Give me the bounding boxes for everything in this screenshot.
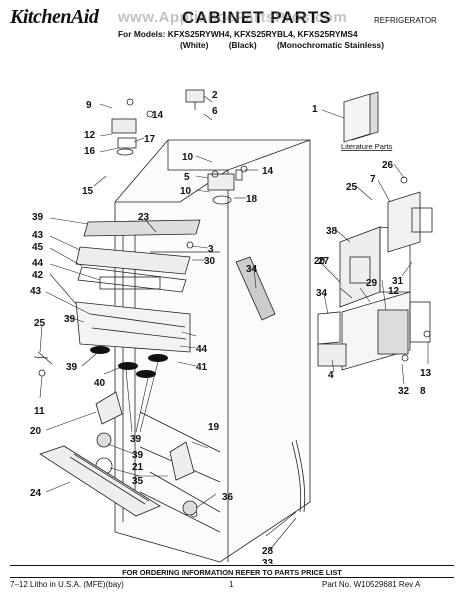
callout-5: 5 [184, 172, 190, 183]
exploded-parts-diagram: 9 14 2 6 1 Literature Parts 12 16 17 15 … [30, 89, 433, 564]
callout-24: 25 [34, 318, 46, 329]
callout-14b: 14 [262, 166, 274, 177]
print-info: 7–12 Litho in U.S.A. (MFE)(bay) [10, 580, 124, 589]
callout-38a: 39 [66, 362, 78, 373]
water-tube [291, 439, 306, 513]
model-variants: (White) (Black) (Monochromatic Stainless… [180, 40, 402, 50]
callout-26: 28 [262, 546, 274, 557]
footer-rule-top [10, 565, 454, 566]
callout-17: 15 [82, 186, 94, 197]
callout-1: 1 [312, 104, 318, 115]
callout-18: 16 [84, 146, 96, 157]
hinge-pin-top [185, 89, 205, 103]
page-title: CABINET PARTS [182, 8, 332, 27]
callout-21: 23 [138, 212, 150, 223]
wire-clip [33, 351, 53, 365]
callout-37: 39 [32, 212, 44, 223]
callout-44a: 45 [32, 242, 44, 253]
center-mullion-assembly [75, 219, 201, 353]
callout-31: 33 [262, 558, 274, 564]
models-line: For Models: KFXS25RYWH4, KFXS25RYBL4, KF… [118, 29, 358, 39]
brand-logo: KitchenAid [10, 6, 99, 28]
page-number: 1 [229, 580, 234, 589]
callout-35: 38 [326, 226, 338, 237]
callout-20a: 20 [30, 426, 42, 437]
callout-38b: 39 [130, 434, 142, 445]
callout-27: 29 [366, 278, 378, 289]
callout-20b: 21 [132, 462, 144, 473]
callout-14: 14 [152, 110, 164, 121]
callout-9: 9 [86, 100, 92, 111]
callout-19b: 18 [246, 194, 258, 205]
callout-43a: 44 [32, 258, 44, 269]
callout-39c: 41 [196, 362, 208, 373]
callout-30: 32 [398, 386, 410, 397]
callout-36: 39 [132, 450, 144, 461]
lower-hinge-right [169, 441, 198, 516]
side-strip [235, 256, 276, 321]
callout-3: 3 [208, 244, 214, 255]
callout-23: 25 [346, 182, 358, 193]
callout-41: 43 [30, 286, 42, 297]
callout-29: 31 [392, 276, 404, 287]
control-housing [339, 191, 433, 308]
variant-black: (Black) [228, 40, 257, 50]
callout-39b: 40 [94, 378, 106, 389]
top-hinge-left [111, 118, 137, 156]
screws [38, 98, 431, 518]
literature-parts [343, 91, 379, 143]
footer-rule-bottom [10, 577, 454, 578]
callout-19a: 17 [144, 134, 156, 145]
callout-8: 8 [420, 386, 426, 397]
callout-43b: 44 [196, 344, 208, 355]
callout-7: 7 [370, 174, 376, 185]
category-label: REFRIGERATOR [374, 16, 437, 25]
callout-25b: 27 [318, 256, 330, 267]
callout-33: 34 [316, 288, 328, 299]
callout-16: 20 [314, 256, 326, 267]
callout-25a: 26 [382, 160, 394, 171]
callout-40: 42 [32, 270, 44, 281]
callout-10: 10 [180, 186, 192, 197]
cabinet-body [114, 139, 311, 563]
variant-stainless: (Monochromatic Stainless) [276, 40, 384, 50]
callout-13: 12 [84, 130, 96, 141]
callout-labels: 9 14 2 6 1 Literature Parts 12 16 17 15 … [30, 90, 432, 564]
callout-9b: 10 [182, 152, 194, 163]
callout-13b: 12 [388, 286, 400, 297]
callout-42: 43 [32, 230, 44, 241]
callout-6: 6 [212, 106, 218, 117]
part-number: Part No. W10529681 Rev A [322, 580, 421, 589]
callout-22: 24 [30, 488, 42, 499]
toe-grille [39, 445, 161, 517]
callout-11: 11 [34, 406, 45, 417]
dispenser-panel [317, 291, 431, 371]
literature-label: Literature Parts [341, 142, 393, 151]
top-hinge-right [207, 169, 243, 205]
callout-28: 30 [204, 256, 216, 267]
callout-32: 34 [246, 264, 258, 275]
callout-4: 4 [328, 370, 334, 381]
watermark: www.AppliancePartsPros.com [118, 9, 348, 26]
variant-white: (White) [180, 40, 209, 50]
callout-39a: 39 [64, 314, 76, 325]
callout-34a: 35 [132, 476, 144, 487]
leader-lines [39, 95, 429, 553]
callout-15: 19 [208, 422, 220, 433]
callout-2: 2 [212, 90, 218, 101]
gasket-pads [90, 346, 168, 378]
callout-12: 13 [420, 368, 432, 379]
ordering-note: FOR ORDERING INFORMATION REFER TO PARTS … [122, 568, 342, 577]
callout-34b: 36 [222, 492, 234, 503]
